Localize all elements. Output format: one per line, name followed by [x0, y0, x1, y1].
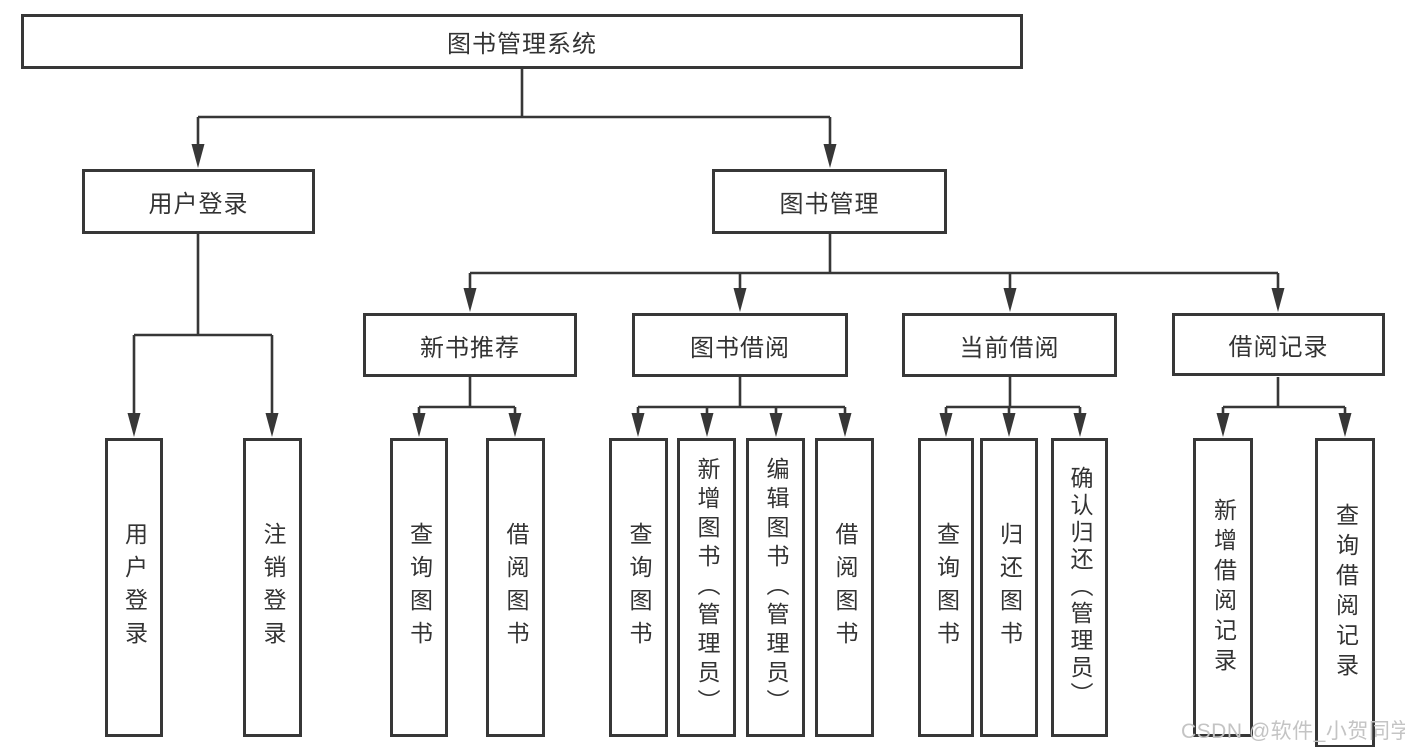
- arrowhead-down-icon: [631, 413, 645, 437]
- leaf-current-confirm-return-admin-label: 确认归还（管理员）: [1067, 466, 1093, 709]
- node-library-management-system: 图书管理系统: [21, 14, 1023, 69]
- leaf-borrow-add-book-admin-label: 新增图书（管理员）: [694, 457, 720, 718]
- leaf-current-return-book: 归还图书: [980, 438, 1038, 737]
- arrowhead-down-icon: [939, 413, 953, 437]
- arrowhead-down-icon: [1338, 413, 1352, 437]
- connector-borrow-records-children: [1216, 377, 1352, 437]
- arrowhead-down-icon: [1216, 413, 1230, 437]
- leaf-current-query-book: 查询图书: [918, 438, 974, 737]
- arrowhead-down-icon: [508, 413, 522, 437]
- node-book-management: 图书管理: [712, 169, 947, 234]
- node-borrow-records: 借阅记录: [1172, 313, 1385, 376]
- arrowhead-down-icon: [1073, 413, 1087, 437]
- leaf-current-query-book-label: 查询图书: [933, 521, 960, 654]
- leaf-user-login: 用户登录: [105, 438, 163, 737]
- leaf-borrow-borrow-book: 借阅图书: [815, 438, 874, 737]
- arrowhead-down-icon: [1003, 288, 1017, 312]
- connector-book-borrow-children: [631, 377, 852, 437]
- node-library-management-system-label: 图书管理系统: [447, 31, 597, 58]
- connector-root-to-level2: [191, 69, 837, 168]
- leaf-logout: 注销登录: [243, 438, 302, 737]
- node-current-borrow: 当前借阅: [902, 313, 1117, 377]
- leaf-user-login-label: 用户登录: [121, 521, 148, 654]
- arrowhead-down-icon: [127, 413, 141, 437]
- connector-user-login-children: [127, 234, 279, 437]
- connector-new-book-recommend-children: [412, 377, 522, 437]
- arrowhead-down-icon: [733, 288, 747, 312]
- arrowhead-down-icon: [1002, 413, 1016, 437]
- connector-current-borrow-children: [939, 377, 1087, 437]
- leaf-records-add-record-label: 新增借阅记录: [1210, 497, 1237, 678]
- leaf-records-query-record: 查询借阅记录: [1315, 438, 1375, 747]
- leaf-current-return-book-label: 归还图书: [996, 521, 1023, 654]
- leaf-records-add-record: 新增借阅记录: [1193, 438, 1253, 737]
- connector-book-management-children: [463, 234, 1285, 312]
- leaf-recommend-borrow-book: 借阅图书: [486, 438, 545, 737]
- watermark-text: CSDN @软件_小贺同学: [1181, 720, 1405, 743]
- arrowhead-down-icon: [769, 413, 783, 437]
- node-user-login-label: 用户登录: [148, 191, 249, 218]
- arrowhead-down-icon: [412, 413, 426, 437]
- leaf-logout-label: 注销登录: [260, 521, 286, 654]
- leaf-borrow-edit-book-admin: 编辑图书（管理员）: [746, 438, 805, 737]
- node-new-book-recommend: 新书推荐: [363, 313, 577, 377]
- node-user-login: 用户登录: [82, 169, 315, 234]
- arrowhead-down-icon: [265, 413, 279, 437]
- leaf-recommend-query-book-label: 查询图书: [406, 521, 433, 654]
- leaf-borrow-edit-book-admin-label: 编辑图书（管理员）: [763, 457, 789, 718]
- leaf-borrow-add-book-admin: 新增图书（管理员）: [677, 438, 736, 737]
- arrowhead-down-icon: [463, 288, 477, 312]
- arrowhead-down-icon: [1271, 288, 1285, 312]
- arrowhead-down-icon: [191, 144, 205, 168]
- leaf-borrow-query-book-label: 查询图书: [626, 521, 652, 654]
- node-book-borrow: 图书借阅: [632, 313, 848, 377]
- leaf-current-confirm-return-admin: 确认归还（管理员）: [1051, 438, 1108, 737]
- arrowhead-down-icon: [823, 144, 837, 168]
- leaf-records-query-record-label: 查询借阅记录: [1332, 503, 1359, 683]
- arrowhead-down-icon: [838, 413, 852, 437]
- node-current-borrow-label: 当前借阅: [959, 334, 1060, 362]
- leaf-borrow-query-book: 查询图书: [609, 438, 668, 737]
- leaf-recommend-query-book: 查询图书: [390, 438, 448, 737]
- node-borrow-records-label: 借阅记录: [1228, 334, 1329, 361]
- arrowhead-down-icon: [700, 413, 714, 437]
- node-book-management-label: 图书管理: [779, 191, 880, 218]
- leaf-recommend-borrow-book-label: 借阅图书: [503, 521, 529, 654]
- node-new-book-recommend-label: 新书推荐: [420, 334, 520, 362]
- node-book-borrow-label: 图书借阅: [690, 334, 790, 362]
- leaf-borrow-borrow-book-label: 借阅图书: [832, 521, 858, 654]
